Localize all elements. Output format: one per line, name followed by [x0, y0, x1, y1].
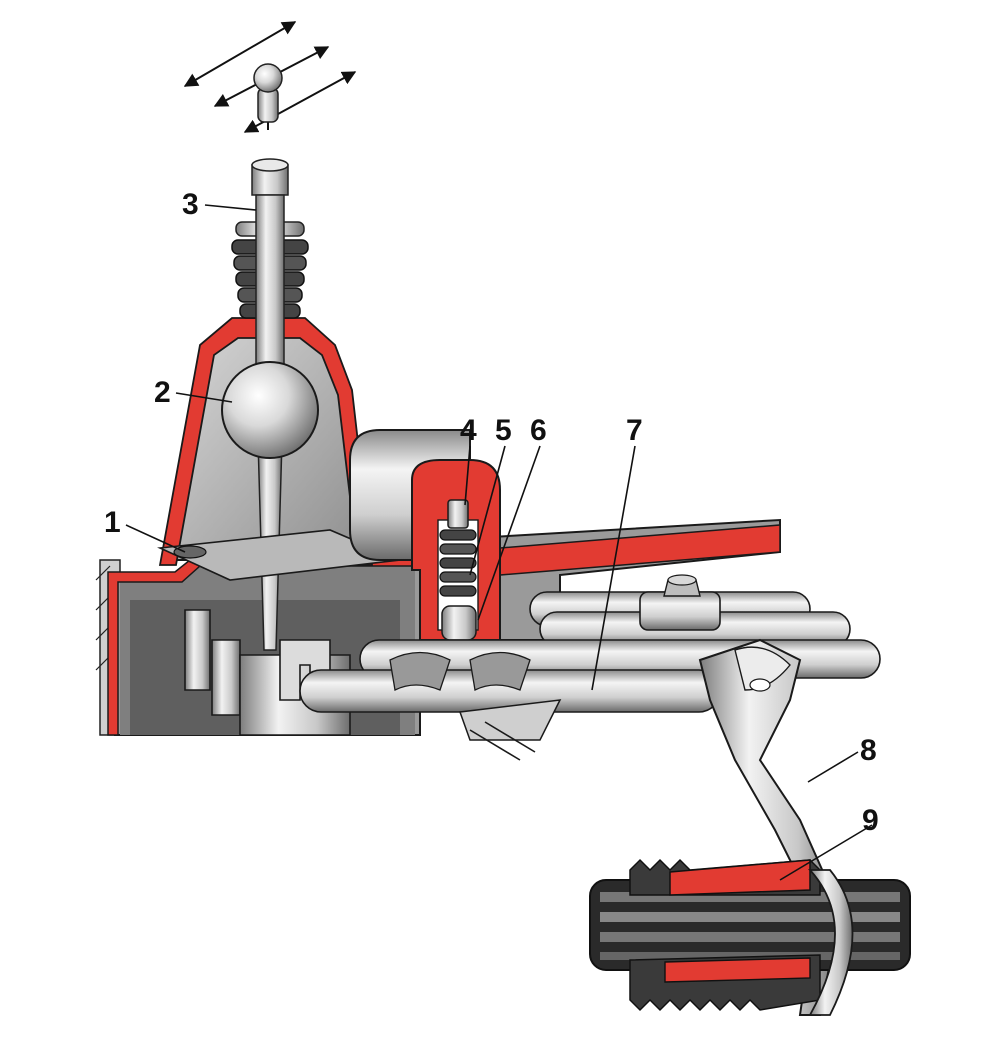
label-7: 7: [626, 414, 643, 447]
shift-direction-arrows: [183, 21, 357, 133]
lever-ball-joint: [221, 361, 319, 459]
detent-ball: [441, 605, 477, 641]
label-9: 9: [862, 804, 879, 837]
label-8: 8: [860, 734, 877, 767]
label-2: 2: [154, 376, 171, 409]
gear-coupling: [589, 858, 911, 1016]
label-4: 4: [460, 414, 477, 447]
detent-spring: [439, 529, 477, 597]
callout-labels: 1 2 3 4 5 6 7 8 9: [104, 188, 879, 837]
detent-housing: [349, 429, 501, 641]
label-5: 5: [495, 414, 512, 447]
leader-lines: [125, 204, 873, 881]
synchro-sleeve-section: [669, 859, 811, 896]
detent-plug: [447, 499, 469, 529]
label-1: 1: [104, 506, 121, 539]
label-6: 6: [530, 414, 547, 447]
label-3: 3: [182, 188, 199, 221]
gear-lever: [221, 158, 319, 651]
rod-clamp: [639, 574, 721, 631]
